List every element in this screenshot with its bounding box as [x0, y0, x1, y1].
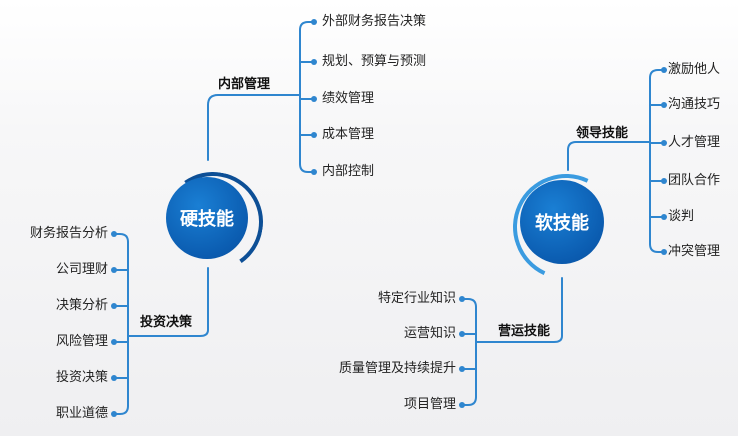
internal-dot-2	[311, 96, 317, 102]
leaf-ops-0: 特定行业知识	[377, 291, 456, 306]
ops-dot-3	[459, 402, 465, 408]
internal-dot-3	[311, 132, 317, 138]
leaf-internal-1: 规划、预算与预测	[322, 54, 427, 69]
leaf-ops-2: 质量管理及持续提升	[338, 361, 456, 376]
ops-dot-0	[459, 296, 465, 302]
internal-dot-1	[311, 59, 317, 65]
invest-dot-0	[111, 231, 117, 237]
leader-dot-2	[661, 140, 667, 146]
ops-dot-1	[459, 331, 465, 337]
leaf-leader-0: 激励他人	[668, 62, 721, 77]
leader-dot-5	[661, 249, 667, 255]
internal-mgmt-branch-label: 内部管理	[218, 77, 271, 92]
hard-skills-hub: 硬技能	[166, 177, 248, 259]
ops-branch-stem	[475, 277, 563, 343]
leaf-internal-2: 绩效管理	[322, 91, 375, 106]
leader-dot-3	[661, 178, 667, 184]
invest-dot-5	[111, 411, 117, 417]
leader-branch-stem	[567, 141, 651, 171]
internal-dot-0	[311, 19, 317, 25]
leaf-internal-0: 外部财务报告决策	[322, 14, 427, 29]
ops-connector-0	[461, 298, 477, 308]
leaf-ops-3: 项目管理	[403, 397, 456, 412]
internal-branch-stem	[207, 94, 301, 161]
investment-branch-label: 投资决策	[140, 315, 193, 330]
leaf-invest-2: 决策分析	[55, 298, 108, 313]
leader-connector-0	[649, 69, 665, 79]
leader-dot-0	[661, 67, 667, 73]
invest-dot-3	[111, 339, 117, 345]
leaf-leader-1: 沟通技巧	[668, 97, 721, 112]
invest-dot-2	[111, 303, 117, 309]
internal-connector-4	[299, 163, 315, 173]
leaf-invest-5: 职业道德	[55, 406, 108, 421]
leaf-internal-4: 内部控制	[322, 164, 375, 179]
soft-skills-title: 软技能	[535, 213, 589, 234]
invest-branch-stem	[127, 267, 209, 337]
leaf-leader-2: 人才管理	[668, 135, 721, 150]
leader-dot-1	[661, 102, 667, 108]
leaf-leader-4: 谈判	[668, 209, 695, 224]
internal-dot-4	[311, 169, 317, 175]
leaf-leader-3: 团队合作	[668, 173, 721, 188]
leaf-ops-1: 运营知识	[403, 326, 456, 341]
leaf-invest-3: 风险管理	[55, 334, 108, 349]
leaf-invest-1: 公司理财	[55, 262, 108, 277]
invest-dot-4	[111, 375, 117, 381]
invest-connector-5	[113, 405, 129, 415]
leader-dot-4	[661, 214, 667, 220]
ops-connector-3	[461, 396, 477, 406]
leaf-internal-3: 成本管理	[322, 127, 375, 142]
leadership-branch-label: 领导技能	[576, 126, 629, 141]
invest-connector-0	[113, 233, 129, 243]
leader-connector-5	[649, 243, 665, 253]
operations-branch-label: 营运技能	[498, 324, 551, 339]
soft-skills-hub: 软技能	[520, 180, 604, 264]
invest-dot-1	[111, 267, 117, 273]
internal-connector-0	[299, 21, 315, 31]
ops-dot-2	[459, 366, 465, 372]
hard-skills-title: 硬技能	[180, 209, 234, 230]
leaf-invest-0: 财务报告分析	[29, 226, 108, 241]
leaf-leader-5: 冲突管理	[668, 244, 721, 259]
leaf-invest-4: 投资决策	[55, 370, 108, 385]
